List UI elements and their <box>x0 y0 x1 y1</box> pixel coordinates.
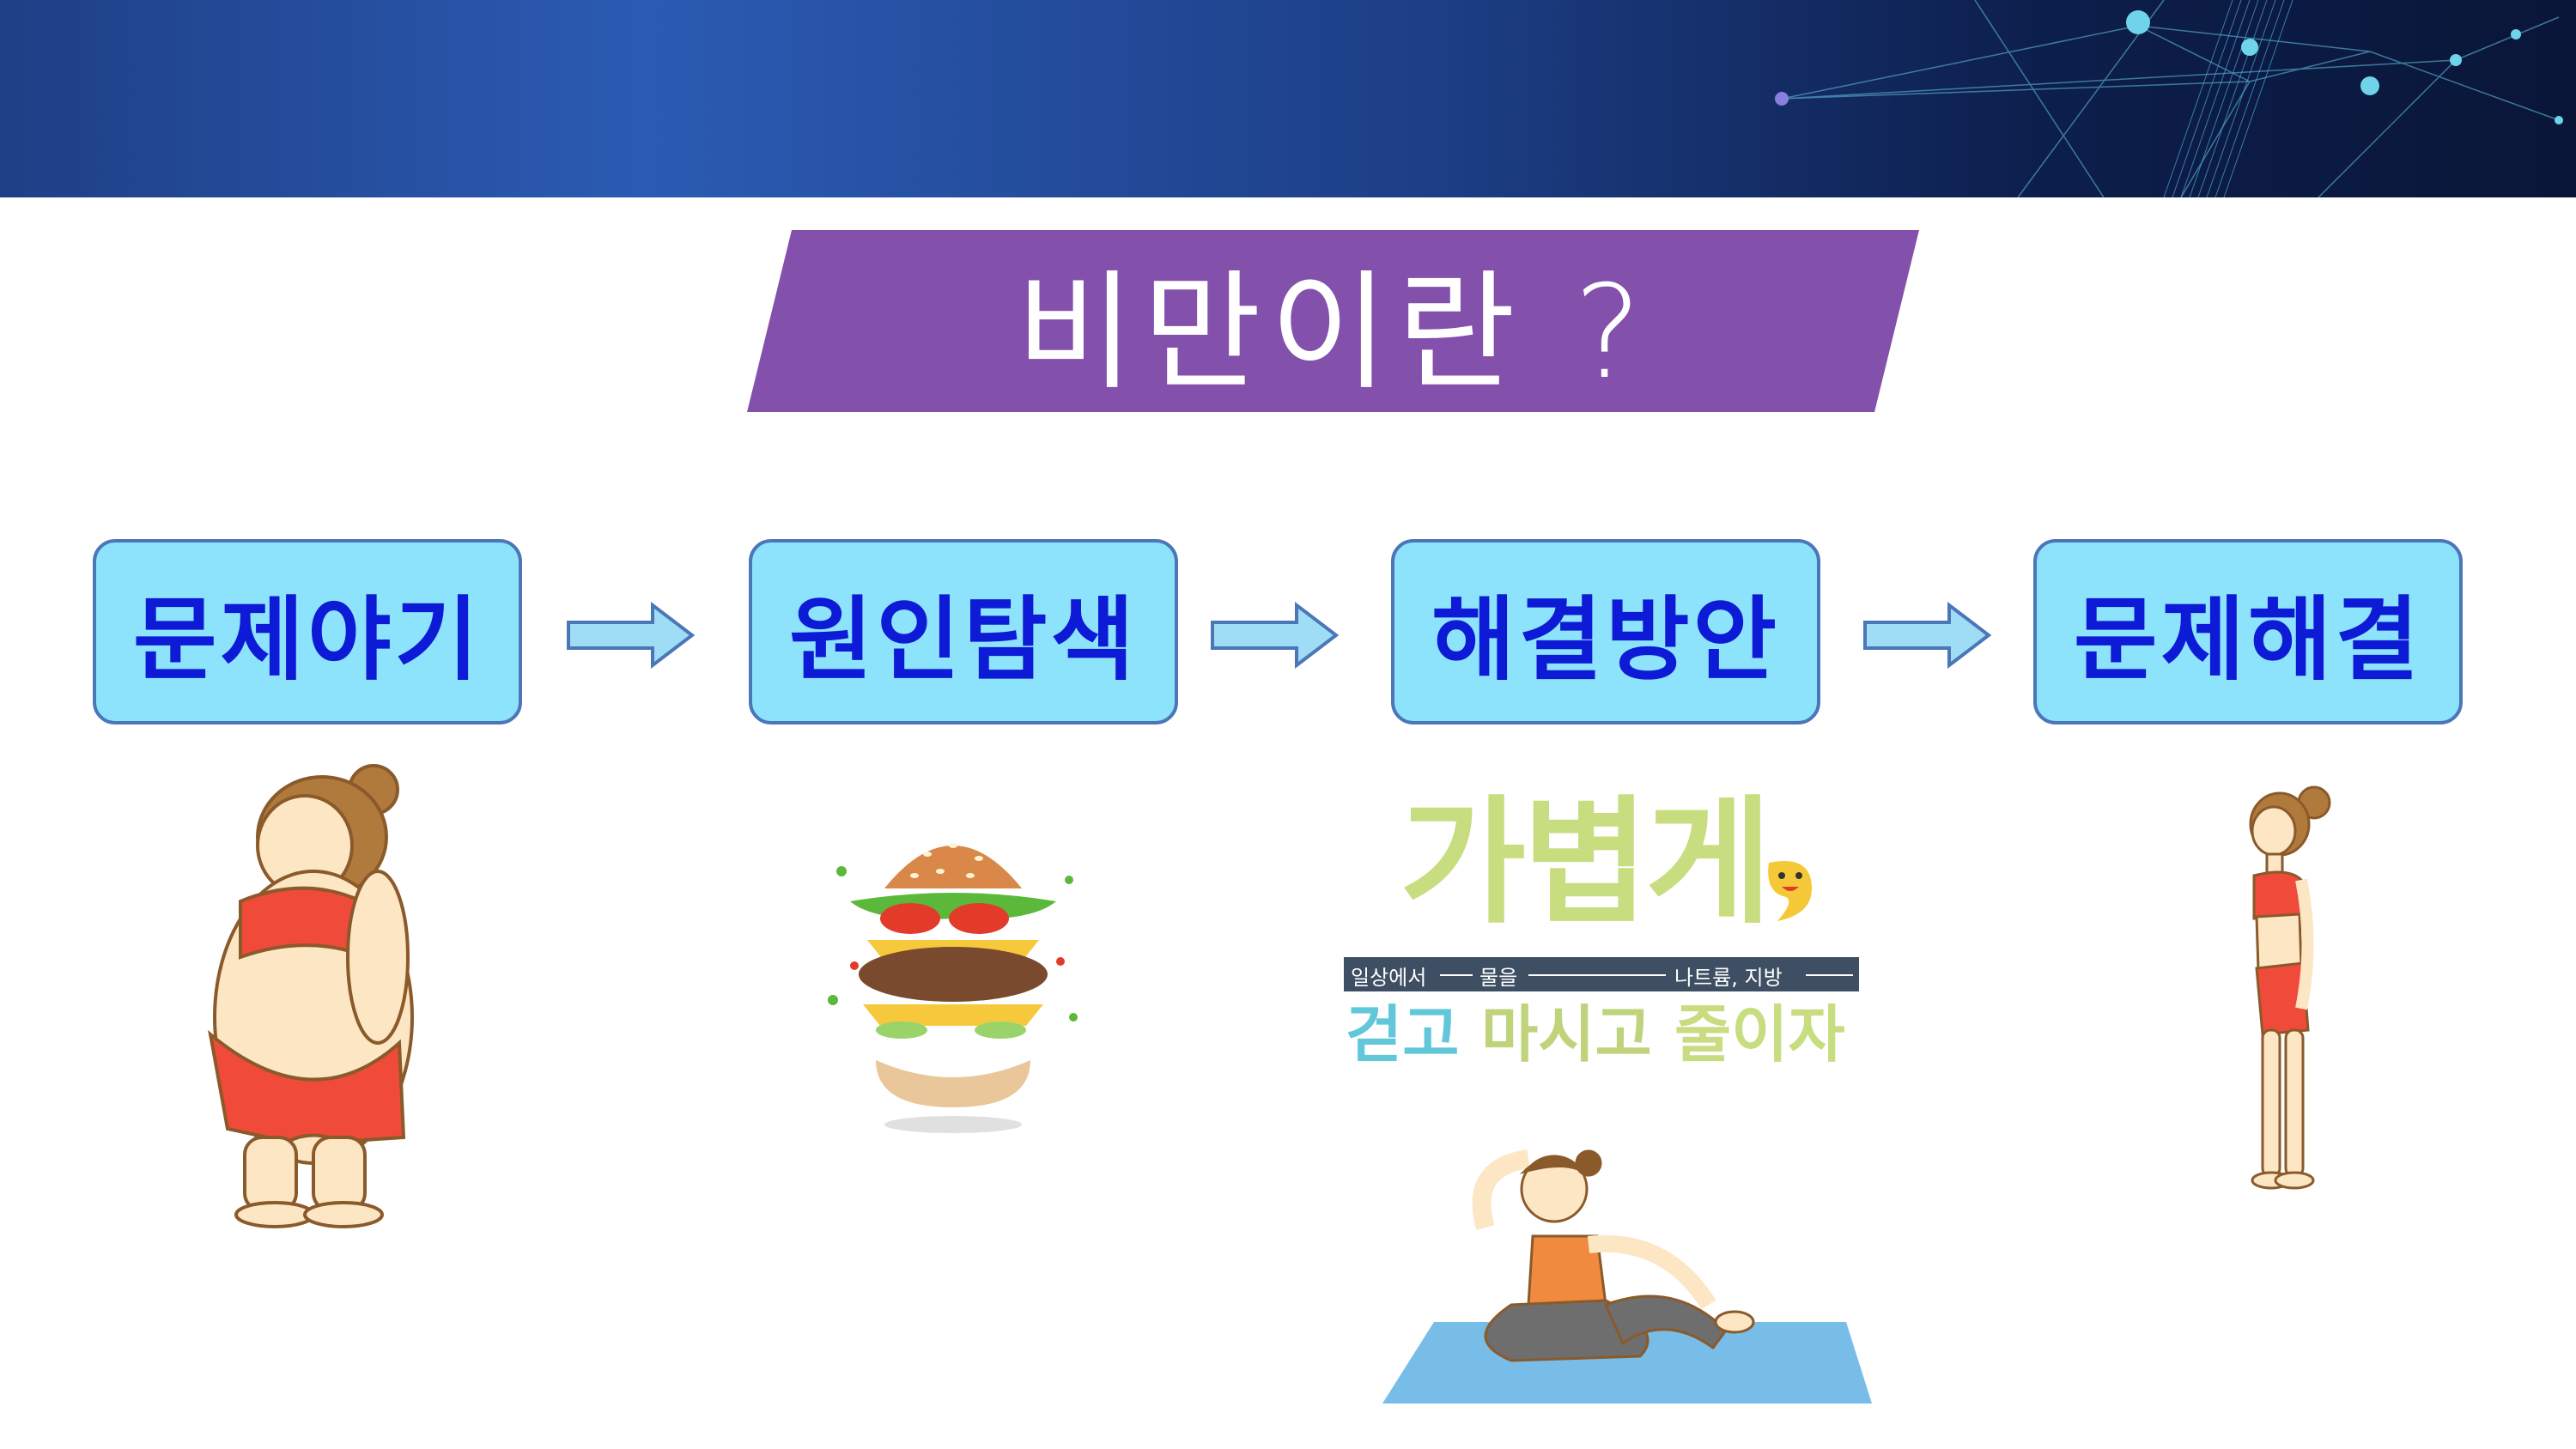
step-label: 원인탐색 <box>788 587 1139 693</box>
title-background <box>747 230 1919 412</box>
step-box-3: 해결방안 <box>1391 539 1820 724</box>
step-box-4: 문제해결 <box>2033 539 2463 724</box>
overweight-woman-icon <box>208 764 414 1228</box>
header-banner <box>0 0 2576 197</box>
step-label: 해결방안 <box>1431 587 1781 693</box>
network-decoration-icon <box>1775 0 2563 197</box>
slogan-bar-item: 일상에서 <box>1351 966 1427 990</box>
slogan-bar-item: 나트륨, 지방 <box>1674 966 1783 990</box>
yoga-woman-icon <box>1382 1149 1872 1404</box>
arrow-right-icon <box>1863 601 1992 670</box>
burger-icon <box>828 843 1078 1133</box>
slogan-graphic: 가볍게 일상에서 물을 나트륨, 지방 걷고 마시고 줄이자 <box>1344 794 1872 1086</box>
page-title: 비만이란 ? <box>1015 258 1651 408</box>
slogan-action: 줄이자 <box>1674 998 1845 1070</box>
step-label: 문제야기 <box>132 587 483 693</box>
title-banner: 비만이란 ? <box>747 230 1919 412</box>
slogan-bar: 일상에서 물을 나트륨, 지방 <box>1344 957 1859 991</box>
slogan-action: 걷고 <box>1346 998 1460 1070</box>
slogan-action: 마시고 <box>1481 998 1652 1070</box>
step-box-2: 원인탐색 <box>749 539 1178 724</box>
smiley-icon <box>1768 861 1812 921</box>
slogan-bar-item: 물을 <box>1479 966 1518 990</box>
arrow-right-icon <box>567 601 696 670</box>
slim-woman-icon <box>2249 785 2331 1190</box>
arrow-right-icon <box>1211 601 1340 670</box>
step-label: 문제해결 <box>2073 587 2423 693</box>
step-box-1: 문제야기 <box>93 539 522 724</box>
slogan-main-text: 가볍게 <box>1400 782 1772 943</box>
